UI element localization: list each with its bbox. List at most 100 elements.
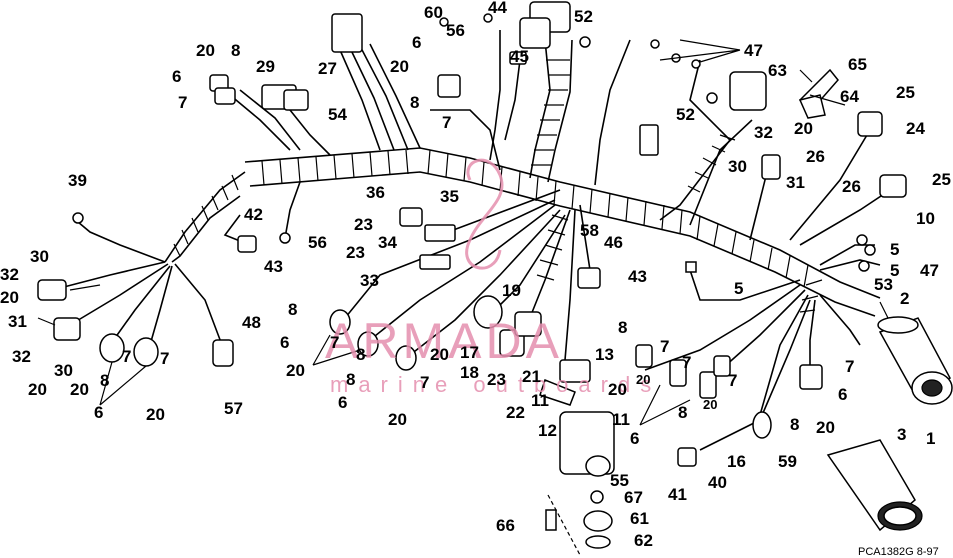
main-harness-trunk: [164, 147, 881, 317]
callout-59: 59: [778, 452, 797, 471]
callout-55: 55: [610, 471, 629, 490]
connector-body-mid: [639, 124, 659, 156]
connector-7-6-8-20-j: [799, 364, 823, 390]
callout-6: 6: [630, 429, 639, 448]
terminal-40-41: [677, 447, 697, 467]
callout-8: 8: [790, 415, 799, 434]
callout-7: 7: [420, 373, 429, 392]
terminal-60: [439, 17, 449, 27]
callout-20: 20: [430, 345, 449, 364]
connector-7-20-i: [713, 355, 731, 377]
terminal-47-c: [691, 59, 701, 69]
connector-30-31-32: [761, 154, 781, 180]
callout-67: 67: [624, 488, 643, 507]
connector-8-7-6-a: [99, 333, 125, 363]
sensor-16-59: [752, 411, 772, 439]
callout-8: 8: [410, 93, 419, 112]
callout-52: 52: [676, 105, 695, 124]
connector-34-35: [424, 224, 456, 242]
connector-21: [514, 311, 542, 337]
callout-20: 20: [388, 410, 407, 429]
connector-8-6-c: [329, 309, 351, 335]
callout-8: 8: [618, 318, 627, 337]
bracket-11-13: [559, 359, 591, 383]
callout-25: 25: [896, 83, 915, 102]
callout-66: 66: [496, 516, 515, 535]
connector-24-25: [857, 111, 883, 137]
callout-40: 40: [708, 473, 727, 492]
callout-39: 39: [68, 171, 87, 190]
callout-20: 20: [286, 361, 305, 380]
callout-6: 6: [412, 33, 421, 52]
terminal-56-b: [483, 13, 493, 23]
callout-52: 52: [574, 7, 593, 26]
callout-53: 53: [874, 275, 893, 294]
terminal-52-a: [579, 36, 591, 48]
callout-32: 32: [754, 123, 773, 142]
ring-terminal-5-c: [858, 260, 870, 272]
callout-47: 47: [744, 41, 763, 60]
screw-66: [545, 509, 557, 531]
callout-48: 48: [242, 313, 261, 332]
callout-5: 5: [890, 240, 899, 259]
connectors: [37, 1, 953, 556]
connector-33: [419, 254, 451, 270]
callout-23: 23: [354, 215, 373, 234]
watermark-tagline: marine outboards: [330, 372, 661, 397]
terminal-47-a: [650, 39, 660, 49]
callout-20: 20: [196, 41, 215, 60]
connector-7-20-f: [635, 344, 653, 368]
callout-21: 21: [522, 367, 541, 386]
callout-29: 29: [256, 57, 275, 76]
callout-30: 30: [728, 157, 747, 176]
callout-62: 62: [634, 531, 653, 550]
callout-8: 8: [231, 41, 240, 60]
connector-body-45: [509, 51, 527, 65]
callout-7: 7: [330, 333, 339, 352]
multi-pin-connector-64: [729, 71, 767, 111]
bracket-12: [539, 379, 576, 406]
callout-11: 11: [531, 391, 549, 410]
watermark-brand: ARMADA: [325, 313, 563, 369]
callout-31: 31: [8, 312, 27, 331]
washer-62: [585, 535, 611, 549]
callout-41: 41: [668, 485, 687, 504]
callout-6: 6: [838, 385, 847, 404]
callout-43: 43: [628, 267, 647, 286]
callout-58: 58: [580, 221, 599, 240]
connector-5: [685, 261, 697, 273]
callout-20: 20: [70, 380, 89, 399]
callout-23: 23: [346, 243, 365, 262]
callout-65: 65: [848, 55, 867, 74]
connector-17-19: [473, 295, 503, 329]
connector-7-20-g: [669, 359, 687, 387]
callout-30: 30: [54, 361, 73, 380]
callout-25: 25: [932, 170, 951, 189]
callout-16: 16: [727, 452, 746, 471]
callout-6: 6: [280, 333, 289, 352]
callout-5: 5: [890, 261, 899, 280]
watermark: ARMADA marine outboards: [325, 158, 661, 397]
callout-8: 8: [356, 345, 365, 364]
callout-2: 2: [900, 289, 909, 308]
connector-8-7-h: [699, 371, 717, 399]
callout-22: 22: [506, 403, 525, 422]
connector-31-32-30: [53, 317, 81, 341]
callout-5: 5: [734, 279, 743, 298]
callout-64: 64: [840, 87, 859, 106]
connector-7-20-6-b: [133, 337, 159, 367]
callout-7: 7: [845, 357, 854, 376]
callout-54: 54: [328, 105, 347, 124]
connector-42-43: [237, 235, 257, 253]
connector-48-57: [212, 339, 234, 367]
callout-6: 6: [94, 403, 103, 422]
callout-20: 20: [28, 380, 47, 399]
callout-8: 8: [678, 403, 687, 422]
callout-26: 26: [806, 147, 825, 166]
callout-7: 7: [442, 113, 451, 132]
callout-44: 44: [488, 0, 507, 17]
callout-7: 7: [660, 337, 669, 356]
callout-63: 63: [768, 61, 787, 80]
callout-17: 17: [460, 343, 479, 362]
